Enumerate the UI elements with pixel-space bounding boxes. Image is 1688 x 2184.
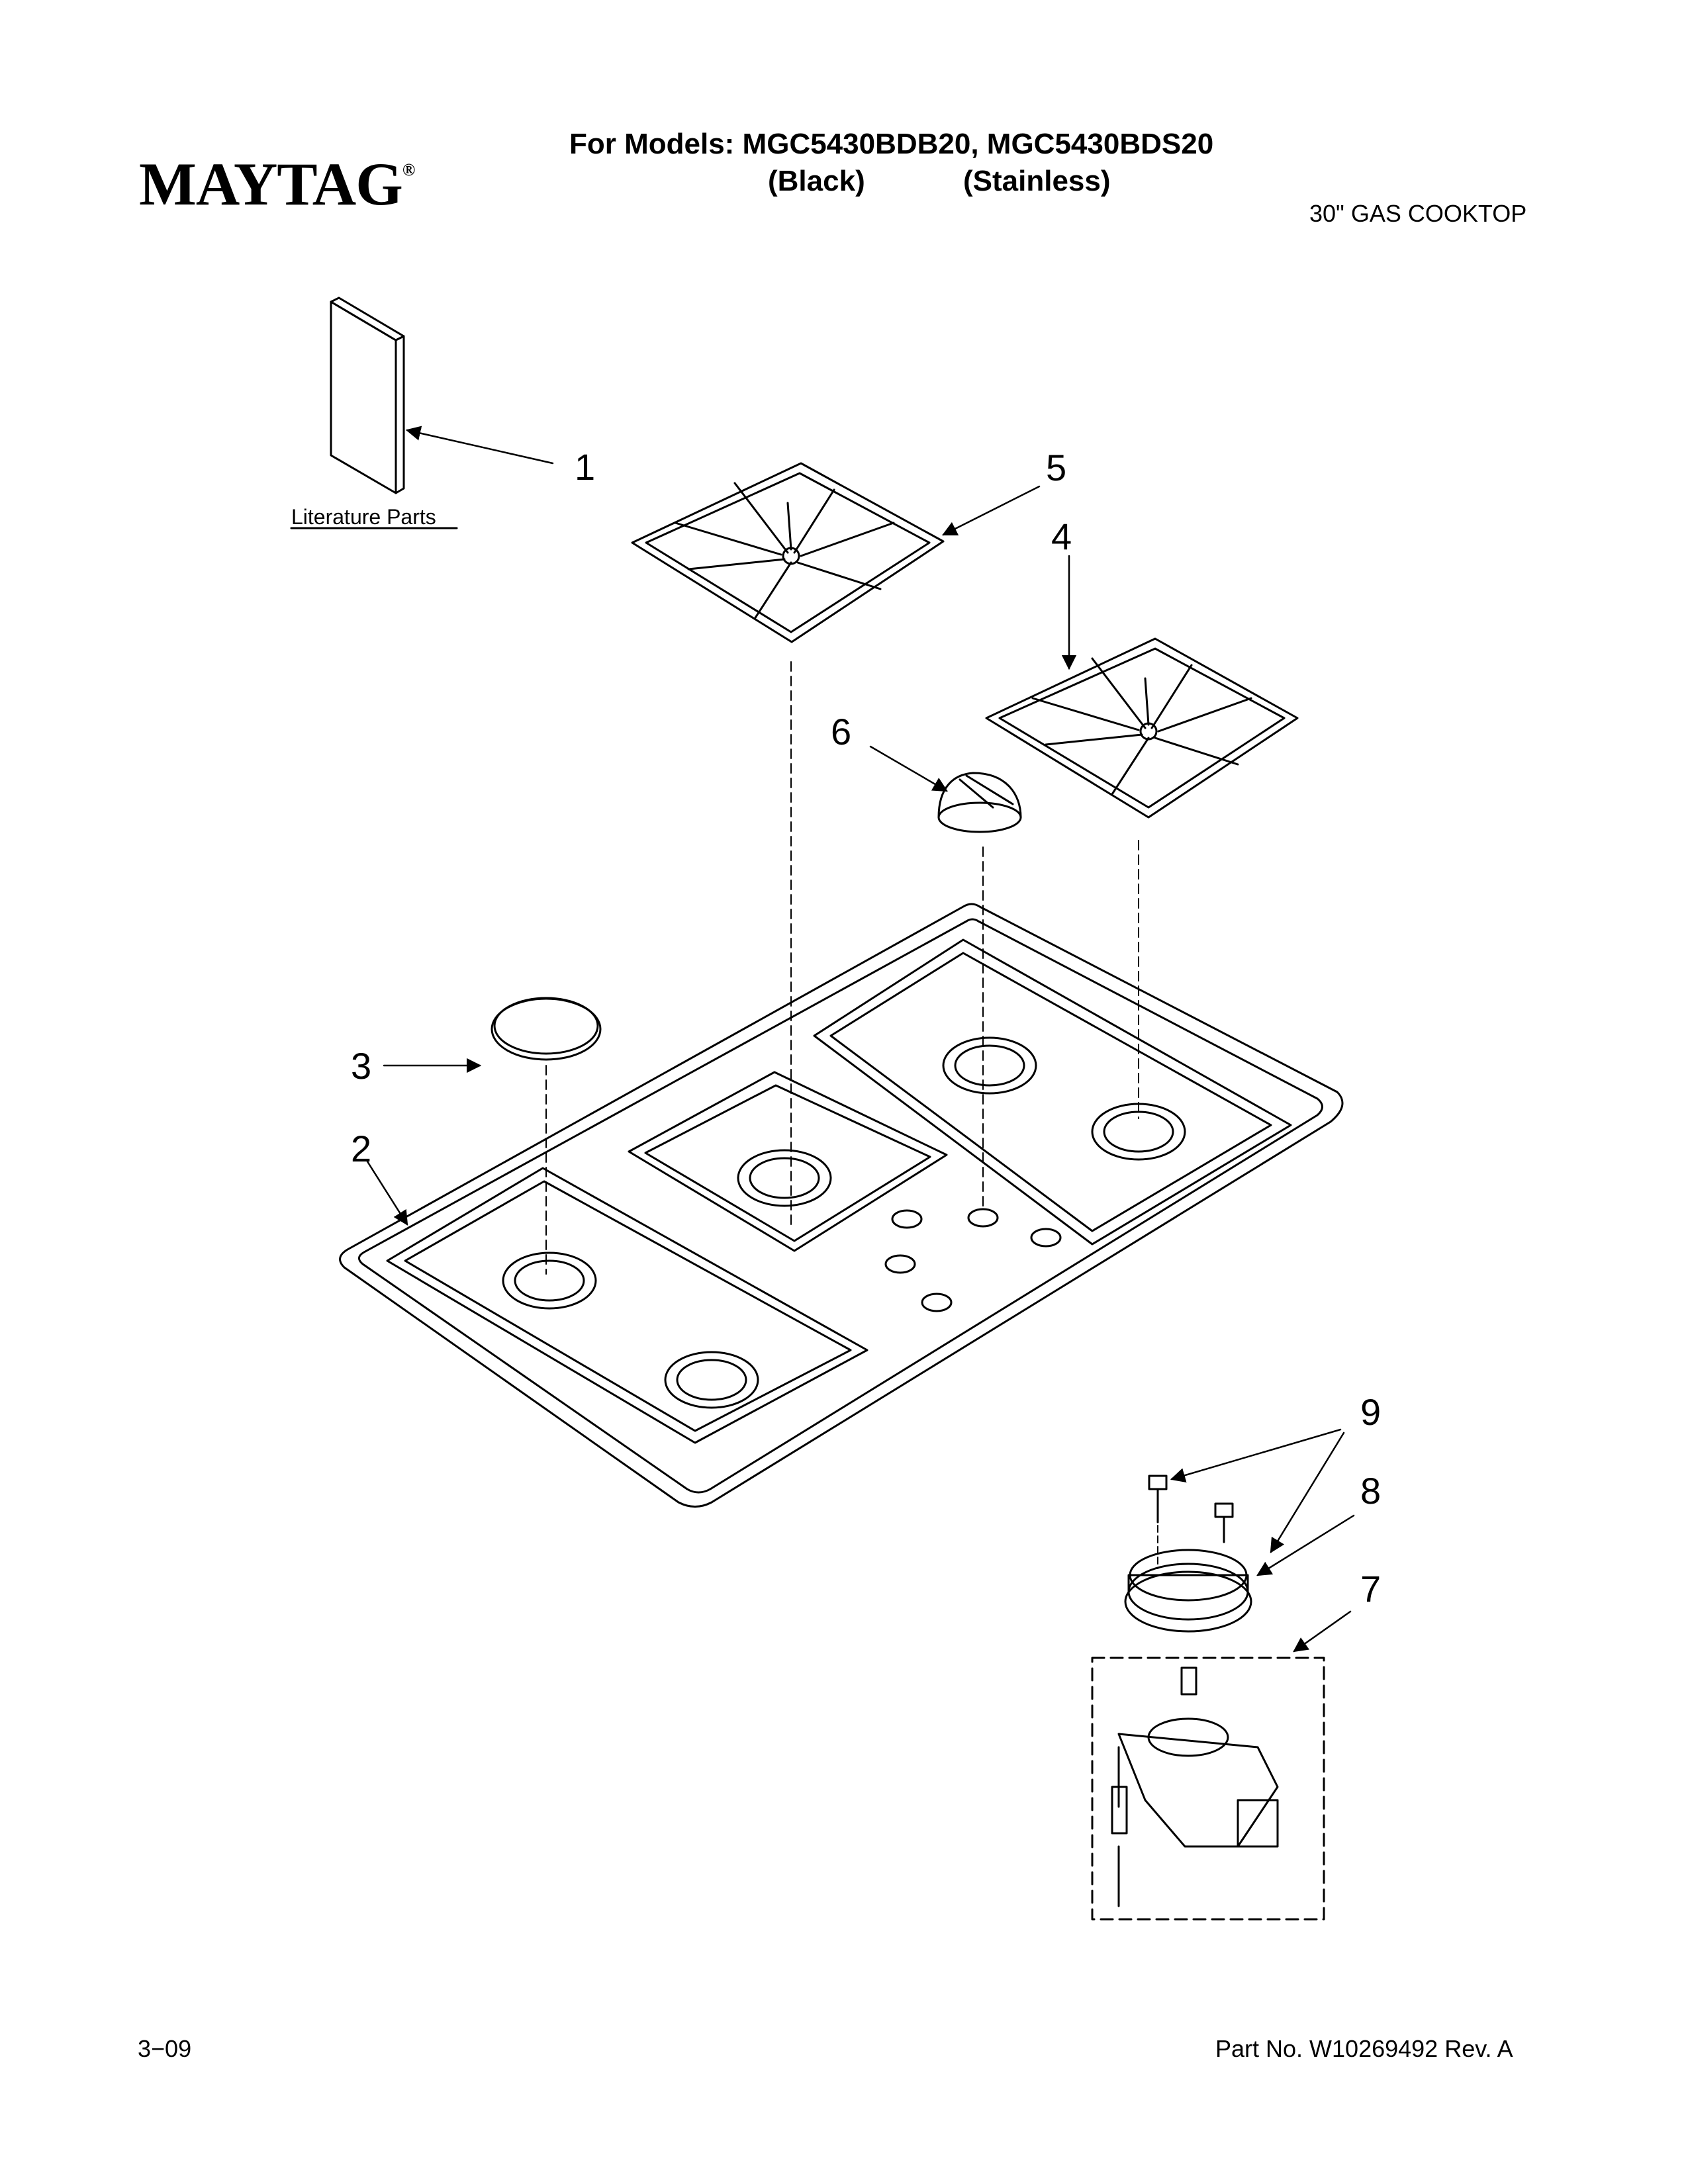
grate-4 bbox=[985, 637, 1299, 819]
models-line: For Models: MGC5430BDB20, MGC5430BDS20 bbox=[569, 128, 1214, 160]
alignment-lines bbox=[545, 661, 1139, 1275]
literature-parts-label: Literature Parts bbox=[291, 505, 436, 529]
grate-5 bbox=[631, 462, 945, 643]
maytag-logo: MAYTAG® bbox=[139, 150, 415, 218]
variant-black: (Black) bbox=[768, 165, 865, 197]
literature-booklet bbox=[330, 296, 405, 494]
variant-stainless: (Stainless) bbox=[963, 165, 1111, 197]
burner-base-8 bbox=[1124, 1549, 1252, 1633]
knob-6 bbox=[937, 772, 1022, 833]
valve-assembly-7 bbox=[1111, 1666, 1279, 1907]
model-header: For Models: MGC5430BDB20, MGC5430BDS20 (… bbox=[569, 126, 1213, 200]
product-title: 30" GAS COOKTOP bbox=[1309, 200, 1527, 227]
callout-5: 5 bbox=[1046, 447, 1066, 488]
burner-rf bbox=[942, 1036, 1037, 1095]
callout-4: 4 bbox=[1051, 516, 1072, 557]
part-number: Part No. W10269492 Rev. A bbox=[1215, 2035, 1513, 2062]
burner-center bbox=[737, 1149, 832, 1207]
revision-date: 3−09 bbox=[138, 2035, 192, 2062]
screw-9b bbox=[1214, 1502, 1234, 1543]
callout-1: 1 bbox=[575, 446, 595, 488]
callout-7: 7 bbox=[1360, 1568, 1381, 1610]
callout-9: 9 bbox=[1360, 1391, 1381, 1433]
valve-assembly-box bbox=[1091, 1657, 1325, 1921]
callout-2: 2 bbox=[351, 1128, 371, 1169]
callout-3: 3 bbox=[351, 1045, 371, 1087]
burner-lr bbox=[664, 1351, 759, 1409]
burner-lf bbox=[502, 1251, 597, 1310]
leader-lines bbox=[366, 426, 1355, 1653]
callout-6: 6 bbox=[831, 711, 851, 752]
callout-8: 8 bbox=[1360, 1470, 1381, 1512]
screw-9a bbox=[1148, 1475, 1168, 1524]
cooktop-2 bbox=[339, 903, 1344, 1508]
